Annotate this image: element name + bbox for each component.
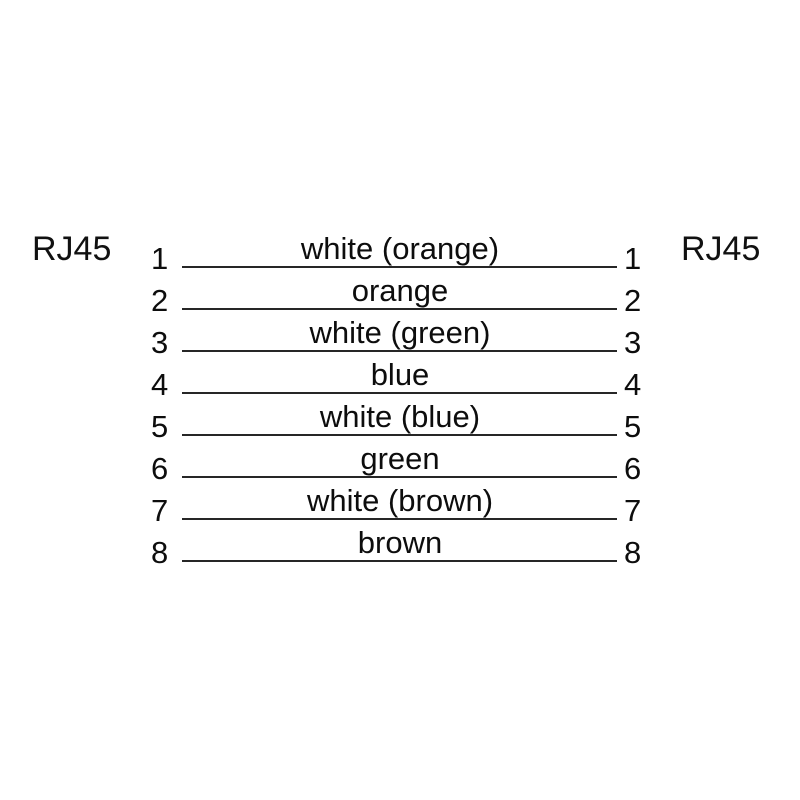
wire-line xyxy=(182,518,617,520)
right-pin-number: 8 xyxy=(624,535,642,570)
right-pin-number: 4 xyxy=(624,367,642,402)
left-pin-number: 7 xyxy=(151,493,169,528)
wire-row: 8 brown 8 xyxy=(140,520,660,568)
wire-line xyxy=(182,392,617,394)
left-connector-label: RJ45 xyxy=(32,230,112,268)
wire-row: 4 blue 4 xyxy=(140,352,660,400)
right-pin-number: 5 xyxy=(624,409,642,444)
right-pin-number: 1 xyxy=(624,241,642,276)
wire-color-label: green xyxy=(360,441,440,476)
wire-color-label: white (orange) xyxy=(300,231,500,266)
left-pin-number: 2 xyxy=(151,283,169,318)
right-connector-label: RJ45 xyxy=(681,230,761,268)
wire-color-label: white (brown) xyxy=(306,483,494,518)
wire-row: 3 white (green) 3 xyxy=(140,310,660,358)
wire-line xyxy=(182,266,617,268)
wire-row: 6 green 6 xyxy=(140,436,660,484)
wire-color-label: white (green) xyxy=(309,315,491,350)
wire-line xyxy=(182,560,617,562)
wire-color-label: brown xyxy=(357,525,443,560)
left-pin-number: 1 xyxy=(151,241,169,276)
wire-line xyxy=(182,434,617,436)
wire-line xyxy=(182,350,617,352)
left-pin-number: 5 xyxy=(151,409,169,444)
wire-row: 1 white (orange) 1 xyxy=(140,226,660,274)
left-pin-number: 6 xyxy=(151,451,169,486)
right-pin-number: 6 xyxy=(624,451,642,486)
wire-row: 2 orange 2 xyxy=(140,268,660,316)
wire-row: 7 white (brown) 7 xyxy=(140,478,660,526)
right-pin-number: 3 xyxy=(624,325,642,360)
right-pin-number: 2 xyxy=(624,283,642,318)
wire-color-label: white (blue) xyxy=(319,399,481,434)
wire-line xyxy=(182,308,617,310)
wire-line xyxy=(182,476,617,478)
wire-color-label: blue xyxy=(370,357,430,392)
wire-row: 5 white (blue) 5 xyxy=(140,394,660,442)
right-pin-number: 7 xyxy=(624,493,642,528)
wire-color-label: orange xyxy=(351,273,449,308)
left-pin-number: 8 xyxy=(151,535,169,570)
left-pin-number: 3 xyxy=(151,325,169,360)
left-pin-number: 4 xyxy=(151,367,169,402)
